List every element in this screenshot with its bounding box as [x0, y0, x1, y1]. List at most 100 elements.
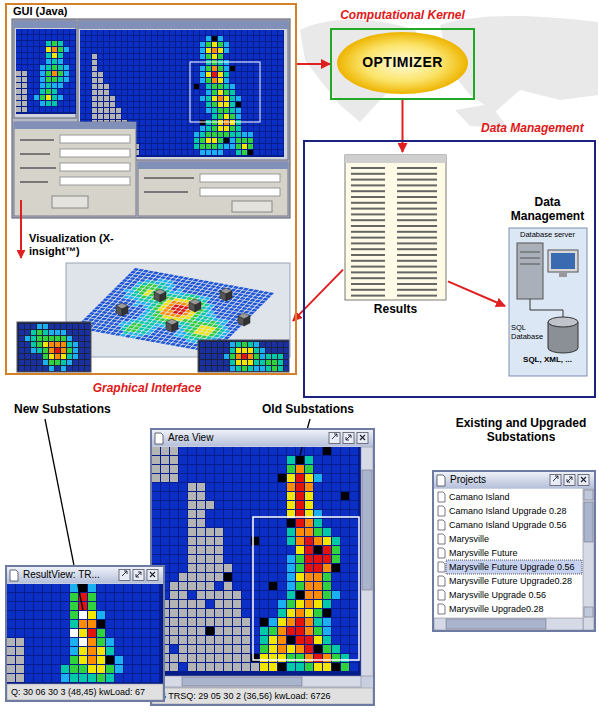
- map-cell: [230, 318, 236, 321]
- map-cell: [226, 304, 232, 307]
- map-cell: [52, 65, 57, 70]
- map-cell: [170, 114, 175, 119]
- map-cell: [341, 501, 349, 509]
- map-cell: [145, 338, 151, 341]
- flow-arrow: [402, 100, 404, 152]
- map-cell: [46, 29, 51, 34]
- map-cell: [207, 294, 213, 297]
- map-cell: [236, 48, 241, 53]
- map-cell: [16, 53, 21, 58]
- map-cell: [143, 299, 149, 302]
- map-cell: [122, 108, 127, 113]
- map-cell: [130, 277, 136, 280]
- map-cell: [153, 337, 159, 340]
- map-cell: [254, 66, 259, 71]
- map-cell: [73, 354, 78, 359]
- map-cell: [200, 150, 205, 155]
- map-cell: [206, 108, 211, 113]
- map-cell: [170, 314, 176, 317]
- ellipse-label: OPTIMIZER: [336, 54, 469, 70]
- map-cell: [162, 286, 168, 289]
- map-cell: [34, 35, 39, 40]
- map-cell: [189, 294, 195, 297]
- map-cell: [122, 42, 127, 47]
- map-cell: [242, 84, 247, 89]
- map-cell: [16, 47, 21, 52]
- map-cell: [174, 298, 180, 301]
- map-cell: [206, 126, 211, 131]
- map-cell: [161, 335, 167, 338]
- table-cell: [397, 184, 437, 186]
- map-cell: [128, 96, 133, 101]
- map-cell: [130, 271, 136, 274]
- map-cell: [123, 325, 129, 328]
- map-cell: [19, 360, 24, 365]
- map-cell: [177, 289, 183, 292]
- map-cell: [152, 138, 157, 143]
- map-cell: [145, 303, 151, 306]
- map-cell: [64, 101, 69, 106]
- map-cell: [134, 96, 139, 101]
- map-cell: [122, 78, 127, 83]
- map-cell: [248, 72, 253, 77]
- map-cell: [197, 510, 205, 518]
- map-cell: [185, 316, 191, 319]
- map-cell: [266, 96, 271, 101]
- map-cell: [194, 30, 199, 35]
- table-sheet: [345, 155, 446, 300]
- map-cell: [197, 286, 203, 289]
- map-cell: [287, 456, 295, 464]
- table-cell: [351, 283, 385, 285]
- map-cell: [152, 78, 157, 83]
- map-cell: [118, 295, 124, 298]
- map-cell: [224, 42, 229, 47]
- table-cell: [351, 202, 385, 204]
- map-cell: [104, 90, 109, 95]
- map-cell: [110, 60, 115, 65]
- map-cell: [153, 330, 159, 333]
- map-cell: [49, 330, 54, 335]
- map-cell: [184, 329, 190, 332]
- map-cell: [194, 78, 199, 83]
- map-cell: [158, 150, 163, 155]
- map-cell: [49, 354, 54, 359]
- map-cell: [140, 302, 146, 305]
- map-cell: [70, 59, 75, 64]
- map-cell: [246, 308, 252, 311]
- map-cell: [22, 35, 27, 40]
- map-cell: [314, 456, 322, 464]
- map-cell: [284, 348, 289, 353]
- map-cell: [67, 360, 72, 365]
- map-cell: [260, 30, 265, 35]
- map-cell: [111, 319, 117, 322]
- map-cell: [131, 323, 137, 326]
- screen-frame: [12, 19, 290, 218]
- map-cell: [133, 327, 139, 330]
- cube-side: [166, 322, 172, 332]
- map-cell: [197, 456, 205, 464]
- map-cell: [101, 324, 107, 327]
- map-cell: [257, 303, 263, 306]
- map-cell: [212, 360, 217, 365]
- map-cell: [58, 107, 63, 112]
- map-cell: [16, 107, 21, 112]
- map-cell: [86, 36, 91, 41]
- map-cell: [108, 328, 114, 331]
- map-cell: [224, 366, 229, 371]
- map-cell: [194, 138, 199, 143]
- map-cell: [242, 354, 247, 359]
- map-cell: [64, 89, 69, 94]
- map-cell: [119, 317, 125, 320]
- map-cell: [173, 304, 179, 307]
- map-cell: [239, 303, 245, 306]
- map-cell: [260, 36, 265, 41]
- map-cell: [341, 447, 349, 455]
- map-cell: [186, 333, 192, 336]
- map-cell: [16, 77, 21, 82]
- map-cell: [80, 54, 85, 59]
- map-cell: [177, 318, 183, 321]
- map-cell: [139, 315, 145, 318]
- map-cell: [350, 501, 358, 509]
- map-cell: [206, 102, 211, 107]
- map-cell: [149, 287, 155, 290]
